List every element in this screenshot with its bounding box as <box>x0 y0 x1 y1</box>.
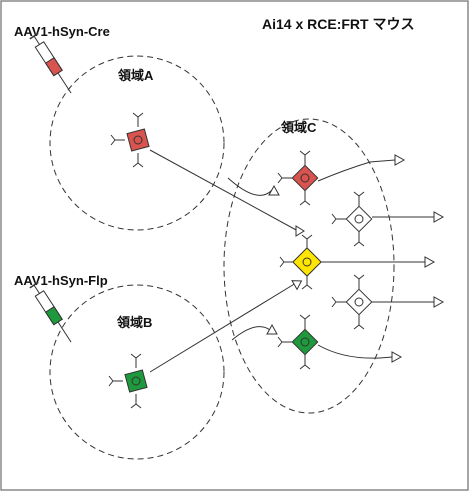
neuron-c-white-1 <box>331 191 373 247</box>
region-b-circle <box>49 284 225 460</box>
neuron-c-yellow <box>279 234 322 290</box>
axon-c-green <box>317 344 393 359</box>
neuron-b-green <box>108 353 148 409</box>
neuron-c-white-2 <box>331 274 373 330</box>
neuron-c-red <box>277 150 319 206</box>
neuron-a-red <box>110 112 150 168</box>
region-a-circle <box>49 55 225 231</box>
syringe-cre-icon <box>29 32 72 94</box>
syringe-flp-icon <box>29 281 72 343</box>
neuron-c-green <box>277 314 319 370</box>
region-a-label: 領域A <box>118 68 154 83</box>
axon-a-to-c <box>149 149 299 232</box>
axon-b-collateral <box>231 326 271 341</box>
region-c-label: 領域C <box>281 120 317 135</box>
injection-flp-label: AAV1-hSyn-Flp <box>14 273 108 288</box>
axon-b-to-c <box>149 282 297 373</box>
figure-title: Ai14 x RCE:FRT マウス <box>262 16 414 32</box>
region-b-label: 領域B <box>117 315 152 330</box>
region-c-ellipse <box>223 118 395 414</box>
injection-cre-label: AAV1-hSyn-Cre <box>14 24 110 39</box>
axon-c-red <box>317 159 396 182</box>
axon-a-collateral <box>227 177 273 196</box>
axon-terminals <box>266 154 445 363</box>
